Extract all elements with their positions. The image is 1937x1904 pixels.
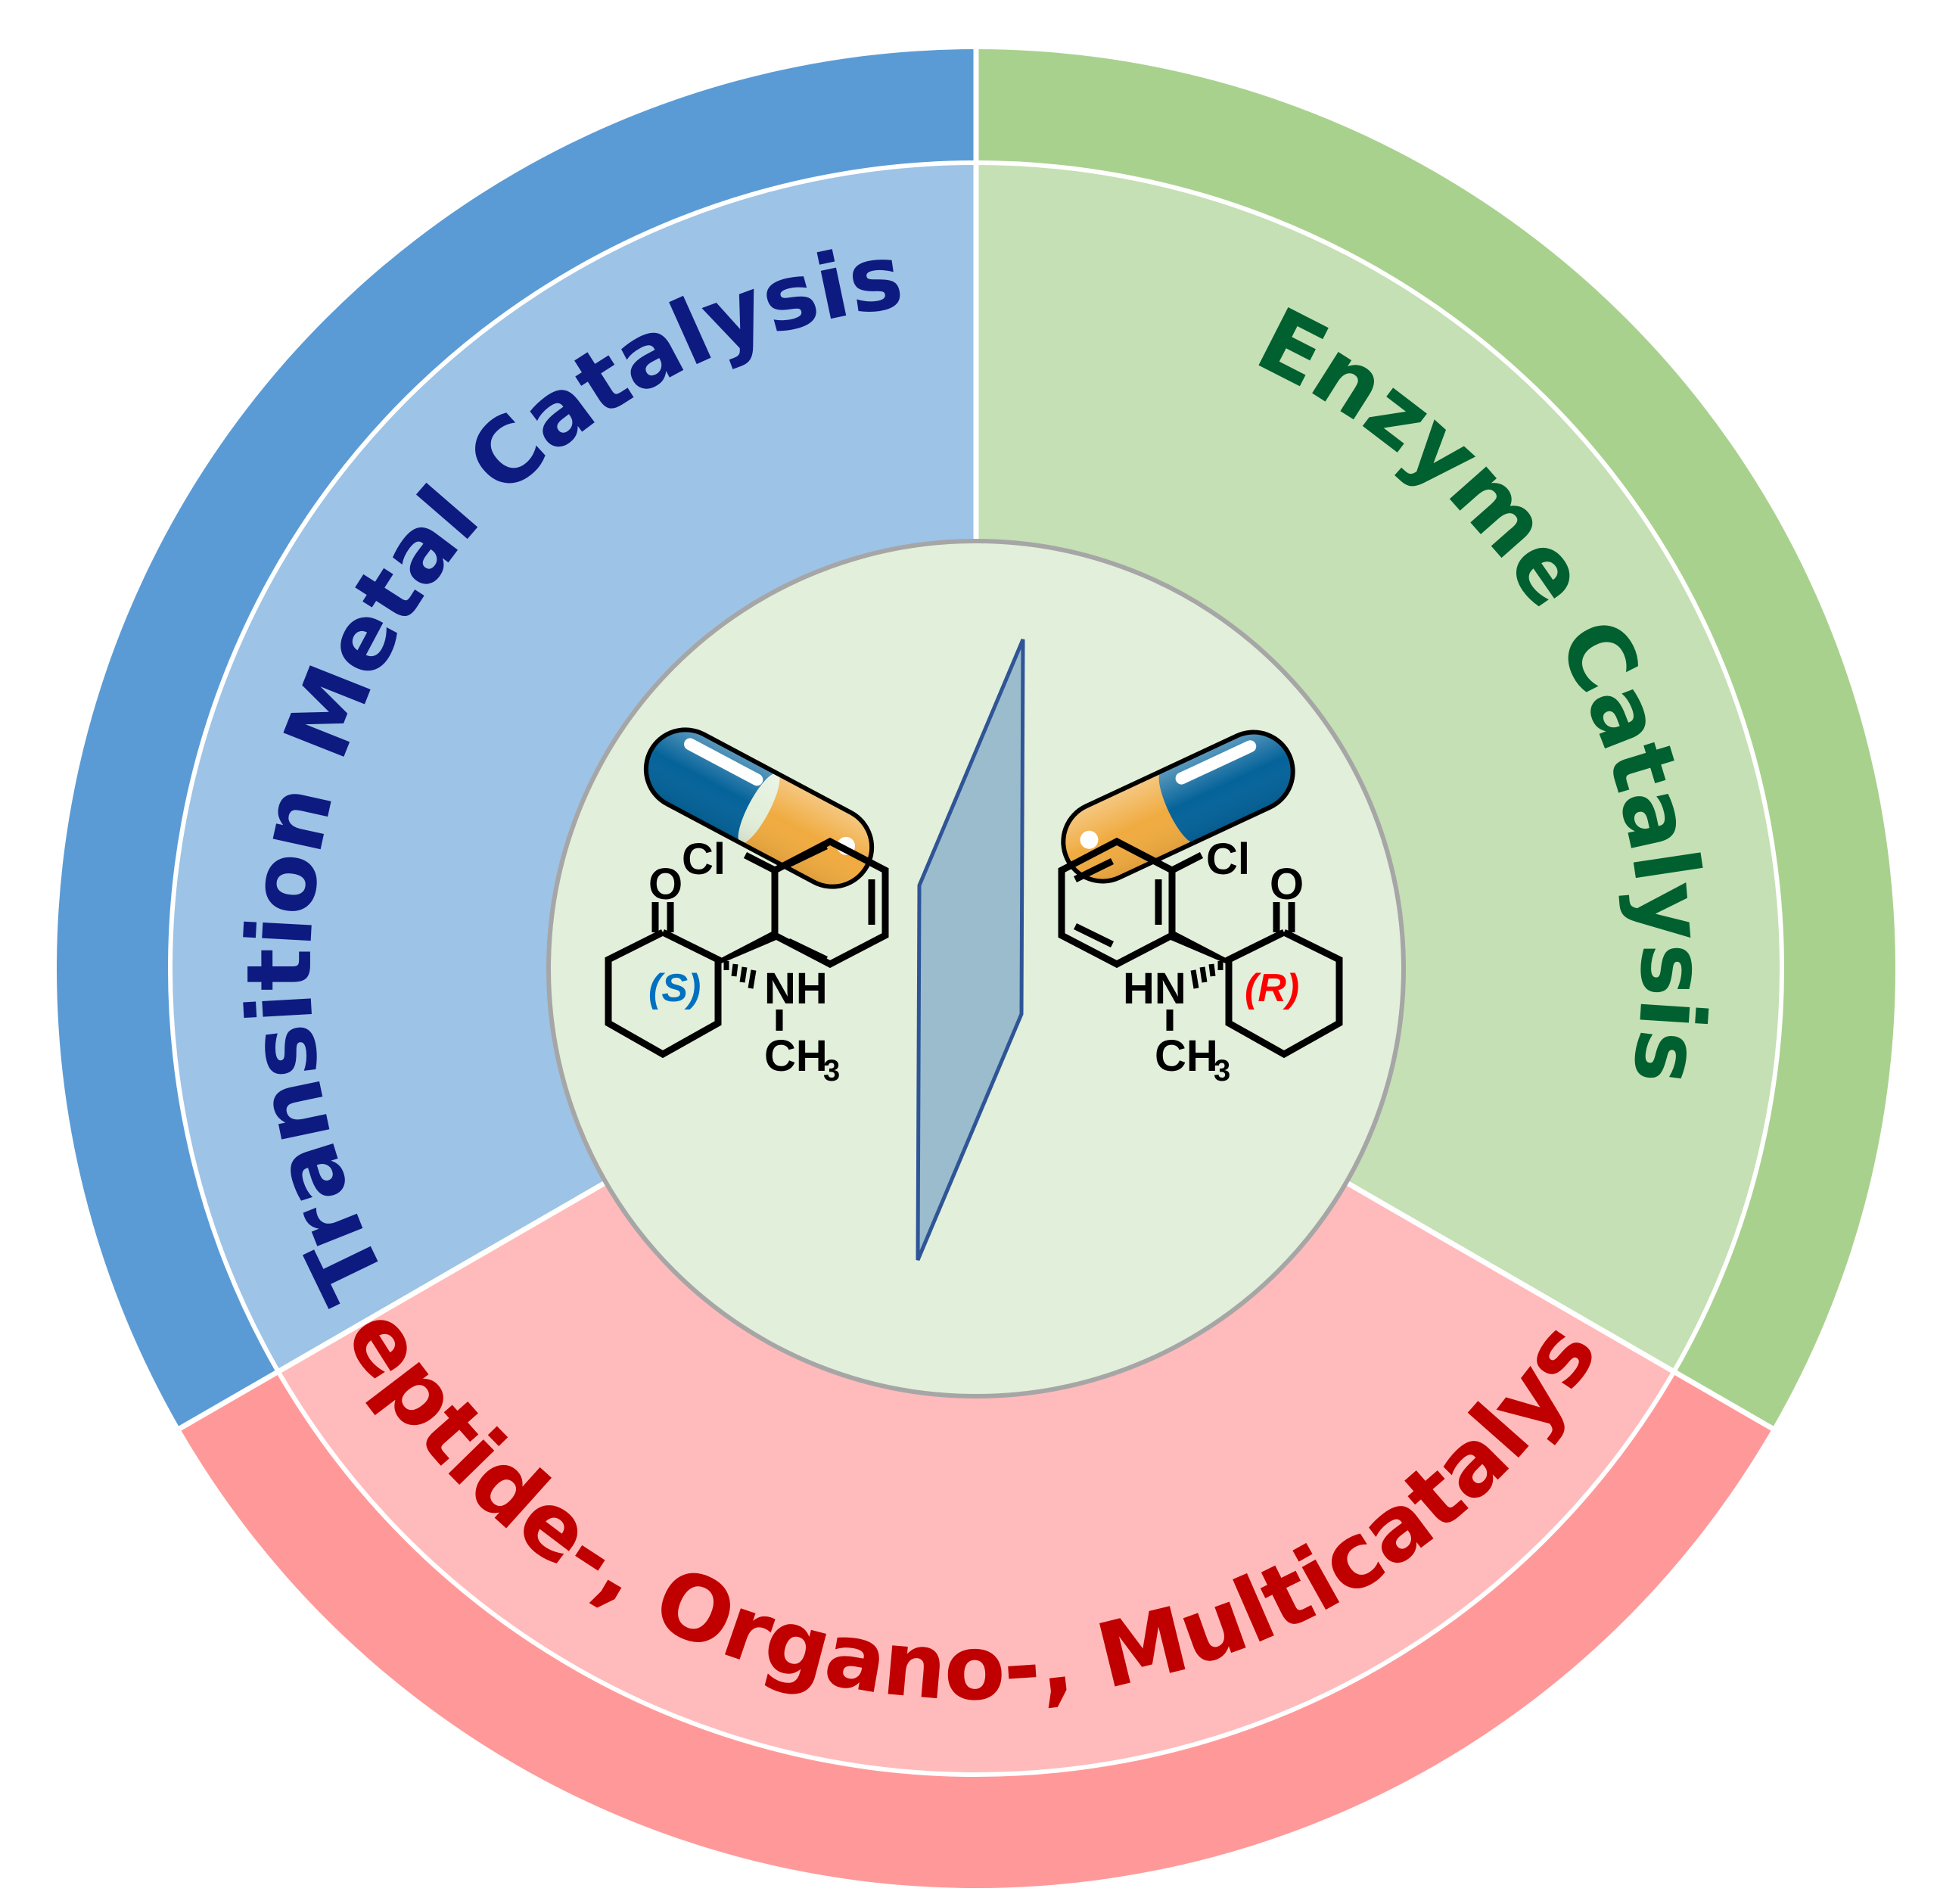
atom-nh-left: NH — [764, 964, 828, 1013]
molecule-r-ketamine: Cl O HN CH 3 (R) — [1058, 835, 1343, 1087]
bond-wedge-aryl-right — [1171, 931, 1229, 964]
atom-cl-left: Cl — [682, 835, 726, 884]
atom-cl-right: Cl — [1206, 835, 1250, 884]
atom-ch-right: CH — [1155, 1031, 1218, 1081]
pill-right-highlight-dot — [1080, 830, 1099, 849]
stereo-label-r: (R) — [1245, 966, 1299, 1010]
atom-hn-right: HN — [1123, 964, 1186, 1013]
mirror-plane — [916, 639, 1025, 1261]
atom-sub3-left: 3 — [823, 1054, 840, 1087]
bond-benzene-double-2-right — [1074, 857, 1114, 883]
bond-benzene-double-3 — [787, 938, 828, 963]
bond-benzene-double-1 — [787, 842, 828, 868]
atom-ch-left: CH — [764, 1031, 828, 1081]
pill-left-highlight — [684, 738, 763, 786]
sector-outer-transition-metal — [57, 49, 977, 1429]
atom-o-right: O — [1270, 860, 1304, 909]
molecule-s-ketamine: Cl O NH CH 3 (S) — [605, 835, 889, 1087]
pill-right-highlight — [1175, 740, 1257, 785]
bond-wedge-aryl — [718, 931, 776, 964]
bond-hashed-nh — [723, 961, 757, 989]
stereo-label-s: (S) — [648, 966, 701, 1010]
bond-hashed-hn — [1190, 961, 1223, 989]
bond-cl-right — [1170, 851, 1204, 874]
bond-cl — [743, 851, 777, 874]
atom-sub3-right: 3 — [1214, 1054, 1230, 1087]
sector-outer-peptide — [179, 1371, 1773, 1888]
sector-outer-enzyme — [976, 49, 1895, 1429]
atom-o-left: O — [648, 860, 682, 909]
bond-benzene-double-3-right — [1074, 922, 1114, 948]
